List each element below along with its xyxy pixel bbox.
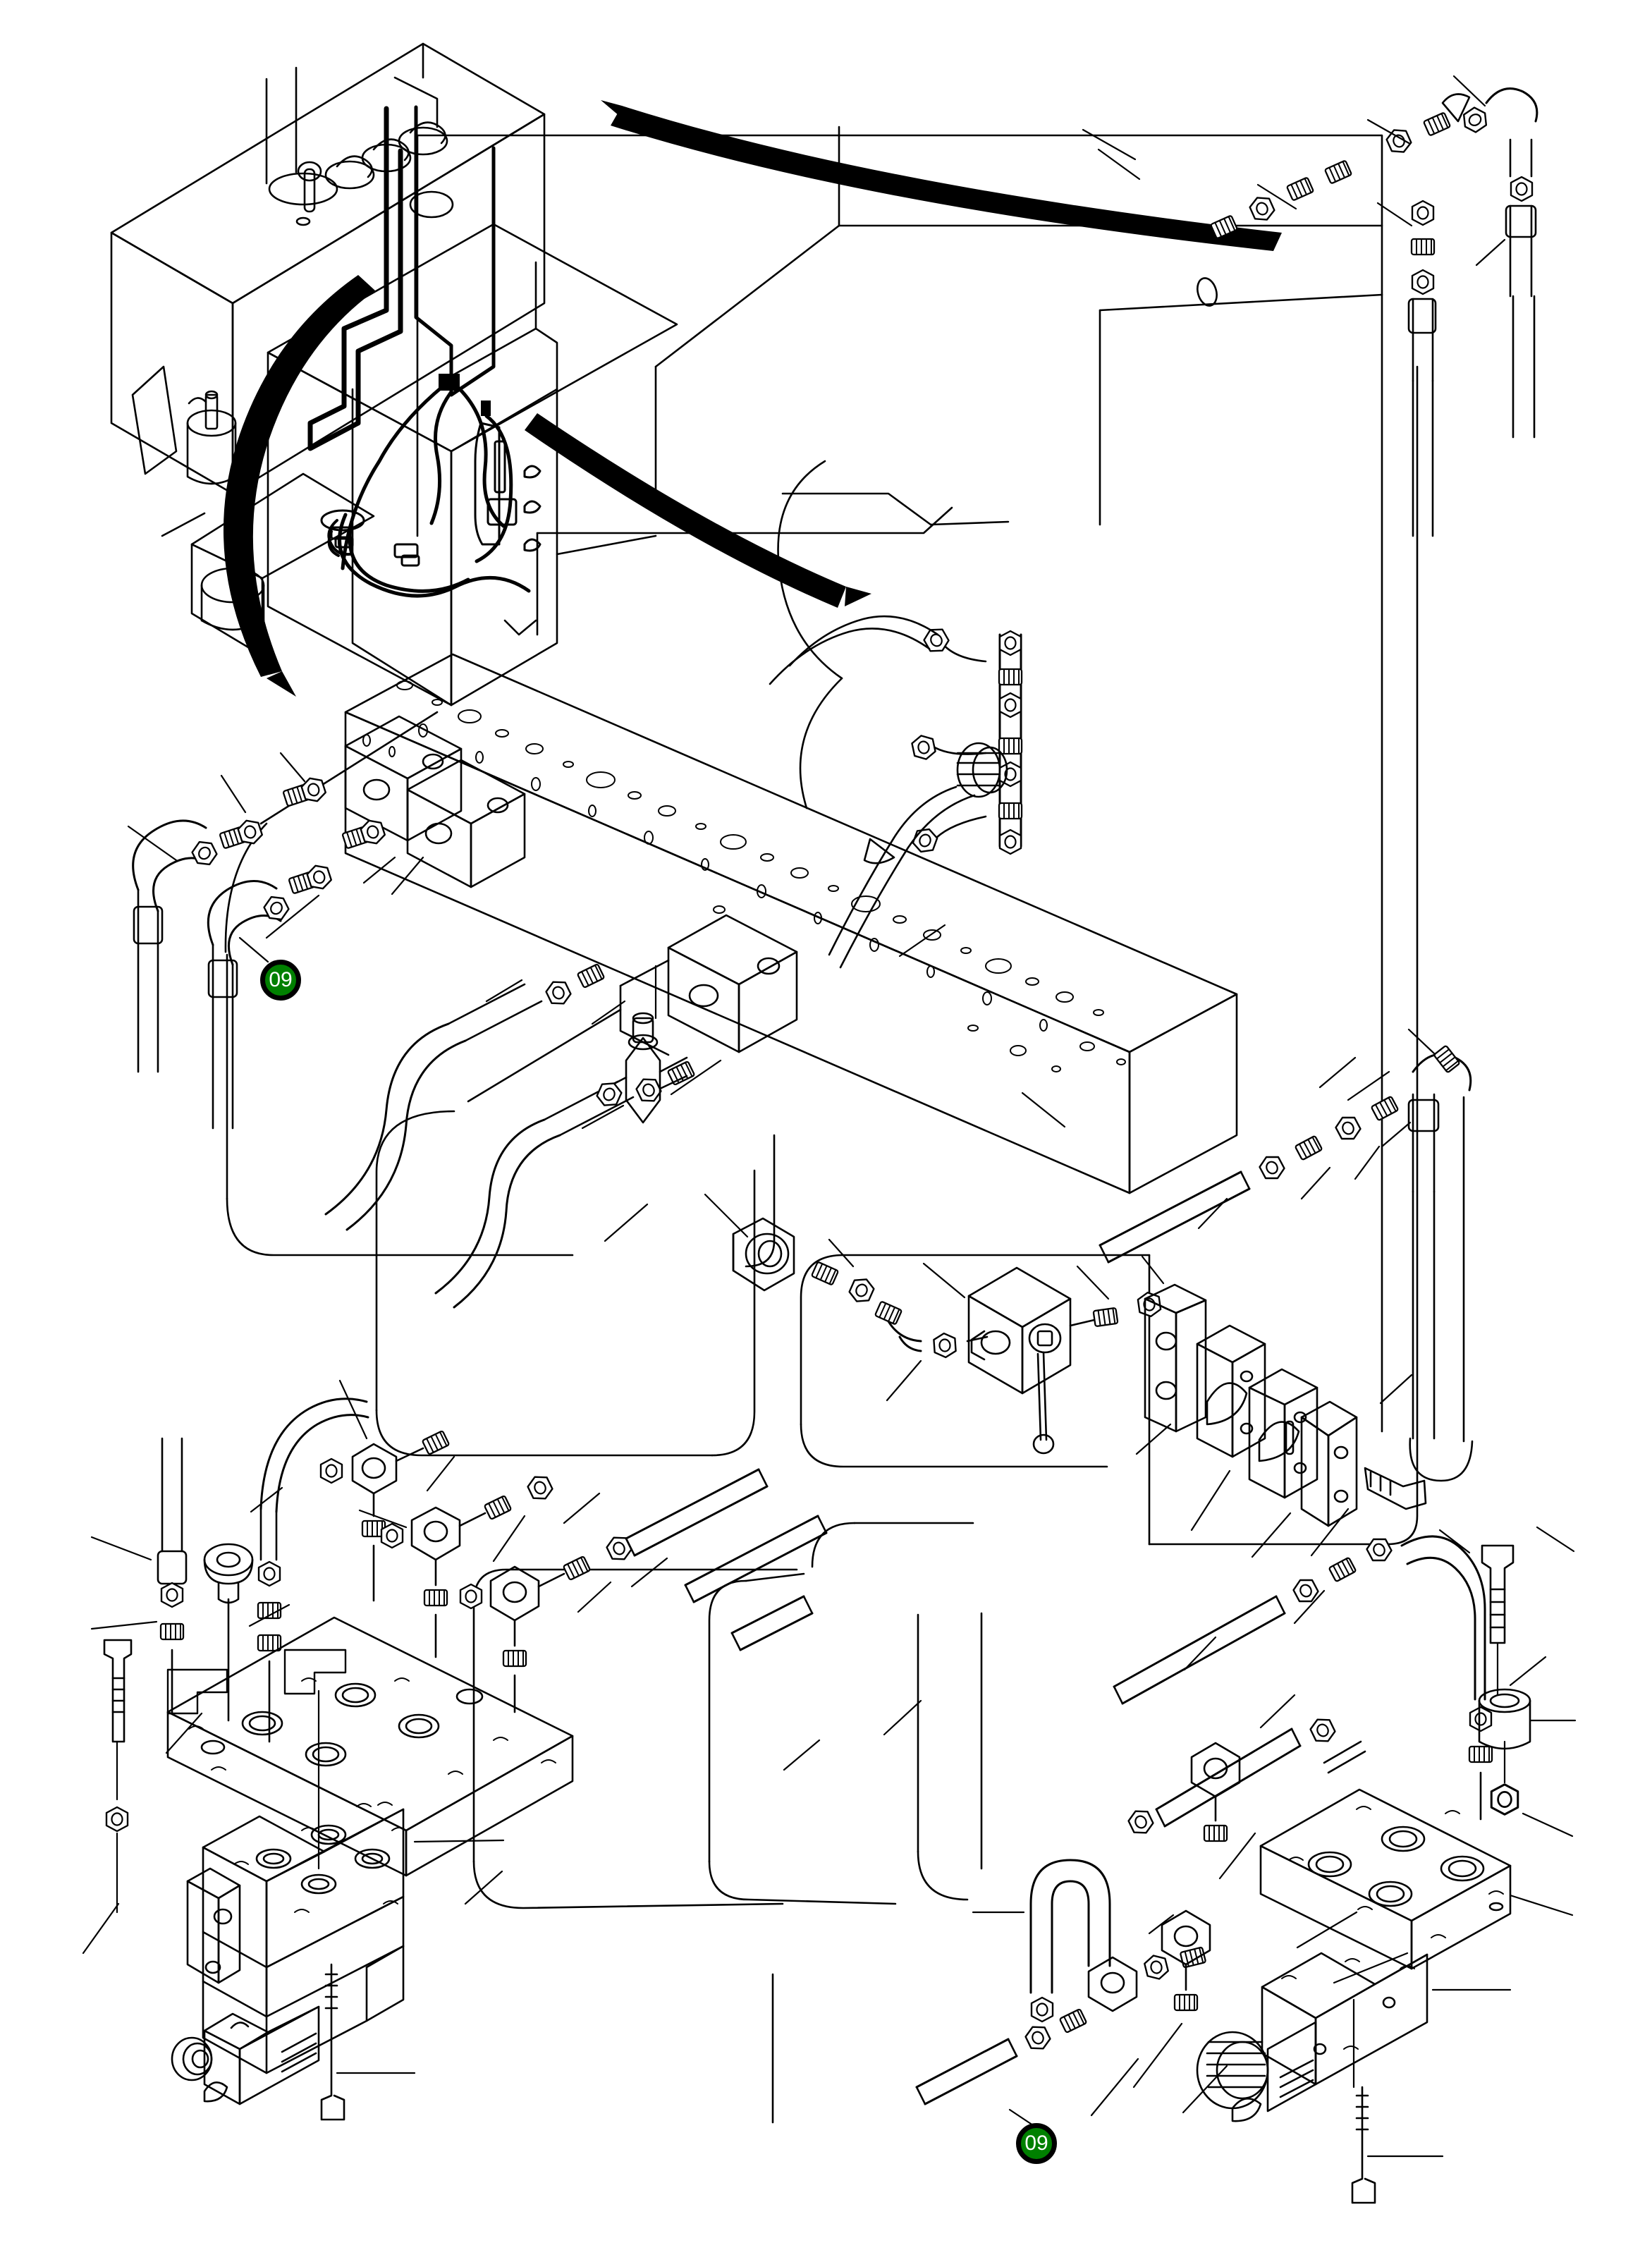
callout-badge-label: 09 xyxy=(269,968,293,991)
emphasis-arrow-left xyxy=(223,275,375,697)
mid-flange-elbow-valve xyxy=(732,1095,1400,1455)
lower-left-pump-assembly xyxy=(82,1616,574,2121)
callout-badge-label: 09 xyxy=(1024,2132,1048,2155)
drawing-geometry xyxy=(82,42,1577,2204)
center-spool-valve xyxy=(594,965,722,1124)
callout-badge-09-lower[interactable]: 09 xyxy=(1016,2123,1057,2164)
center-left-hose-run xyxy=(324,962,696,1309)
wiring-harness-panel xyxy=(267,223,678,707)
hose-clamp-block-set xyxy=(1135,1283,1427,1558)
left-hose-fittings xyxy=(127,752,424,1130)
callout-badge-09-upper[interactable]: 09 xyxy=(260,960,301,1001)
vertical-distribution-rail xyxy=(769,460,1023,969)
emphasis-arrow-center xyxy=(525,413,871,608)
right-vertical-hoses xyxy=(1082,75,1538,1482)
control-valve-manifold-bar xyxy=(344,653,1238,1194)
leader-lines xyxy=(238,148,1357,2128)
lower-left-fitting-cluster xyxy=(90,1379,828,1754)
emphasis-arrow-upper xyxy=(601,100,1282,251)
manifold-port-holes xyxy=(362,680,1126,1072)
lower-right-valve-assembly xyxy=(915,1526,1577,2204)
